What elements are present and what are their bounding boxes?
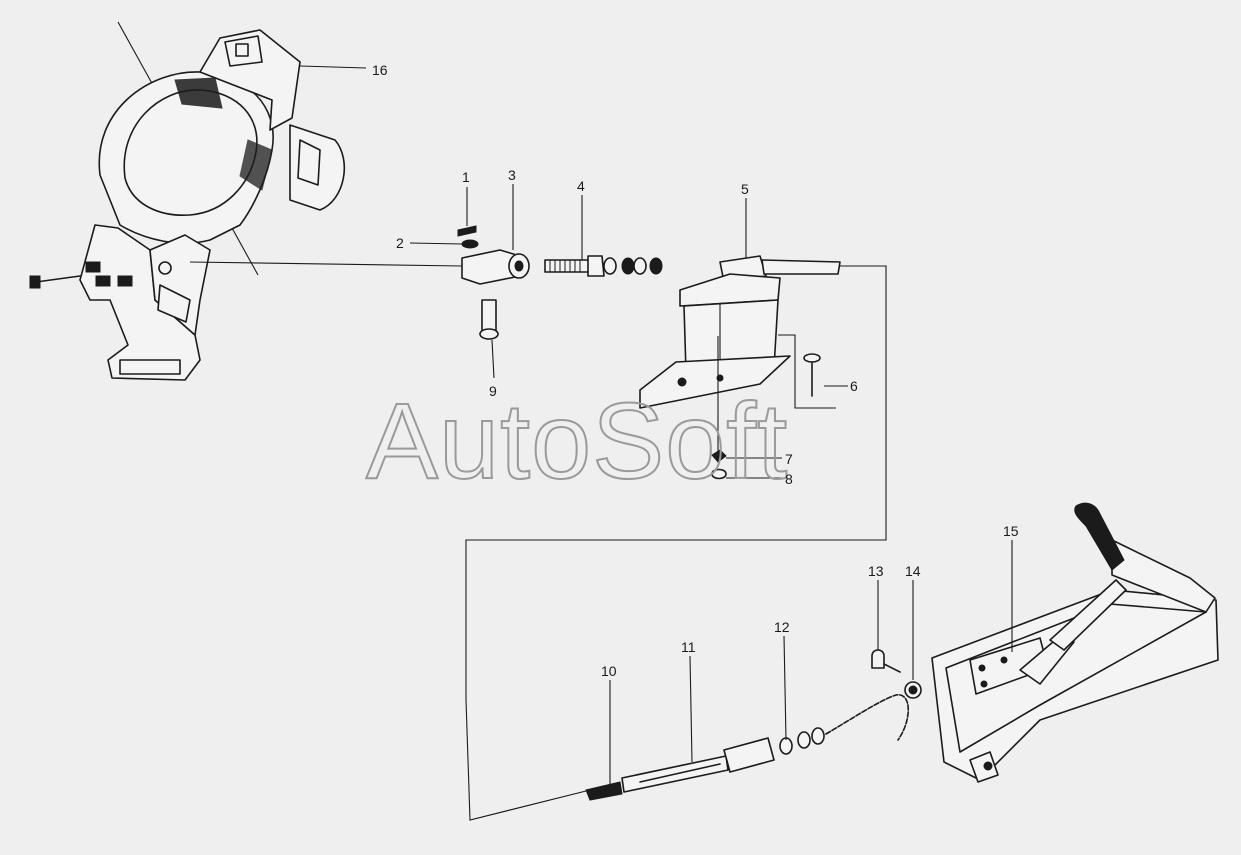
leader-lines: [299, 65, 1013, 784]
leader-2: [409, 242, 463, 245]
rod-washer-2: [621, 257, 635, 275]
part-15-lever-housing: [931, 502, 1219, 783]
bracket-top-plate: [679, 273, 781, 307]
leader-9: [491, 339, 495, 379]
threaded-rod: [544, 259, 591, 273]
base-foot: [119, 359, 181, 375]
leader-12: [783, 635, 787, 741]
bolt-nut-1: [85, 261, 101, 273]
route-line-bracket-to-adapter: [189, 261, 463, 267]
part-6-bolt-head: [803, 353, 821, 363]
bolt-nut-2: [95, 275, 111, 287]
part-2-washer: [461, 239, 479, 249]
route-line-loop: [465, 265, 887, 700]
route-line-to-cable: [465, 699, 591, 821]
callout-8: 8: [785, 471, 793, 487]
part-10-11-12-cable-assembly: [585, 694, 909, 801]
pivot-boss: [158, 261, 172, 275]
callout-6: 6: [850, 378, 858, 394]
lever-arm: [1049, 579, 1127, 651]
mount-bolt-head: [29, 275, 41, 289]
part-13-screw: [871, 649, 885, 669]
callout-3: 3: [508, 167, 516, 183]
rod-washer-3: [633, 257, 647, 275]
upper-bracket-arm: [199, 29, 301, 131]
cable-wire: [825, 694, 909, 741]
bracket-slot: [235, 43, 249, 57]
mount-hole-1: [978, 664, 986, 672]
callout-13: 13: [868, 563, 884, 579]
side-mount-plate: [289, 124, 346, 211]
callout-7: 7: [785, 451, 793, 467]
part-4-threaded-rod: [544, 255, 663, 277]
base-hole-1: [677, 377, 687, 387]
callout-labels: 16 1 2 3 4 5 6 7 8 9 10 11 12 13 14 15: [372, 62, 1019, 679]
callout-4: 4: [577, 178, 585, 194]
watermark-text: AutoSoft: [366, 380, 788, 501]
foot-hole: [983, 761, 993, 771]
cable-nut-3: [811, 727, 825, 745]
bolt-guide-line: [778, 334, 836, 409]
side-mount-recess: [297, 139, 321, 186]
lower-bracket-web: [149, 234, 211, 336]
ring-band-shadow-2: [239, 139, 273, 191]
bolt-nut-3: [117, 275, 133, 287]
thread-marks: [549, 260, 581, 272]
part-14-nut-hole: [908, 685, 918, 695]
leader-11: [689, 655, 693, 763]
part-7-lock-clip: [711, 449, 727, 463]
ring-band-shadow: [174, 77, 223, 109]
part-13-14-fasteners: [871, 649, 922, 699]
mount-hole-2: [980, 680, 988, 688]
part-13-screw-shaft: [883, 663, 901, 673]
sheath-stripe: [639, 763, 721, 783]
rod-washer-1: [603, 257, 617, 275]
mount-bolt-shaft: [35, 275, 81, 283]
bracket-guide-rod: [761, 259, 841, 275]
part-1-lock-pin: [457, 225, 477, 237]
callout-14: 14: [905, 563, 921, 579]
mount-hole-3: [1000, 656, 1008, 664]
callout-2: 2: [396, 235, 404, 251]
callout-15: 15: [1003, 523, 1019, 539]
rod-washer-4: [649, 257, 663, 275]
callout-5: 5: [741, 181, 749, 197]
callout-12: 12: [774, 619, 790, 635]
callout-9: 9: [489, 383, 497, 399]
part-16-column-clamp-bracket: [29, 21, 346, 381]
part-10-cable-end-fitting: [585, 781, 623, 801]
leader-16: [299, 65, 367, 69]
part-8-nut: [711, 468, 727, 480]
bracket-base-plate: [639, 355, 791, 409]
cable-nut-1: [779, 737, 793, 755]
callout-16: 16: [372, 62, 388, 78]
callout-10: 10: [601, 663, 617, 679]
part-5-support-bracket: [639, 255, 841, 480]
rod-nut: [587, 255, 605, 277]
part-12-cable-sleeve: [723, 737, 775, 773]
lever-handle-grip: [1074, 502, 1125, 571]
callout-11: 11: [681, 639, 696, 655]
part-9-screw-head: [479, 328, 499, 340]
part-1-2-3-adapter: [457, 225, 530, 340]
callout-1: 1: [462, 169, 470, 185]
assembly-routing-lines: [189, 261, 887, 821]
cable-nut-2: [797, 731, 811, 749]
adapter-bore-hole: [514, 260, 524, 272]
pivot-link: [157, 284, 191, 323]
